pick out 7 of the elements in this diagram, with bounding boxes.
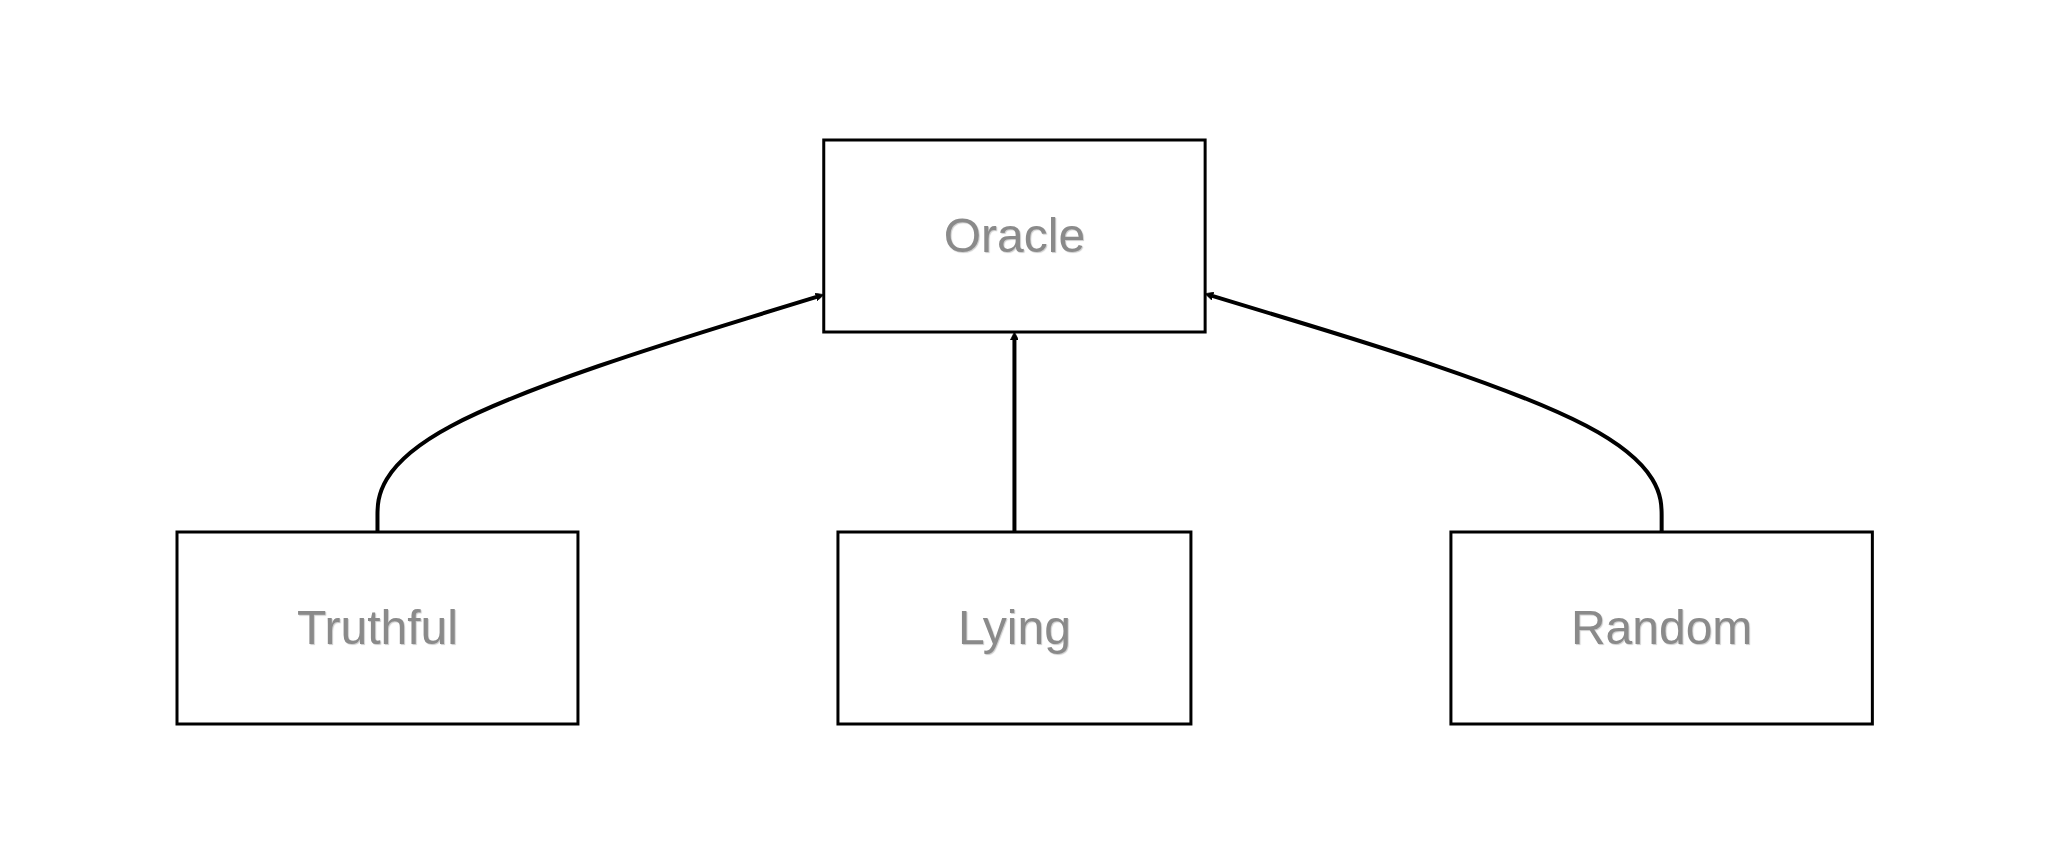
arrow: [1010, 331, 1020, 532]
arrow: [1205, 291, 1664, 532]
arrow: [375, 292, 825, 532]
node-box: Oracle: [822, 138, 1207, 333]
node-box: Lying: [836, 530, 1193, 725]
node-box: Truthful: [175, 530, 580, 725]
node-box: Random: [1449, 530, 1875, 725]
